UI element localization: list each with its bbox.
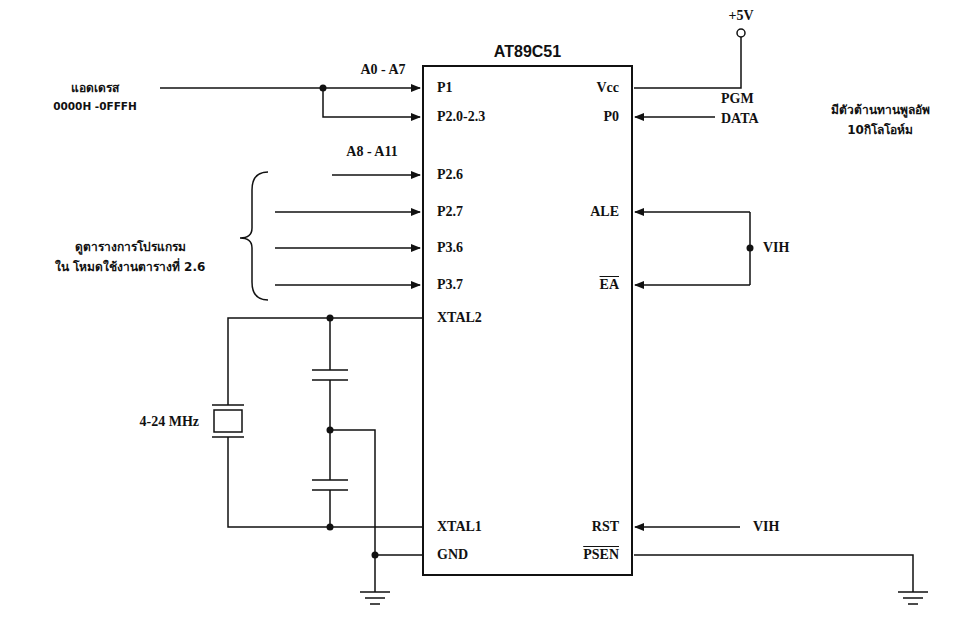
junction-dot xyxy=(372,552,379,559)
chip-name: AT89C51 xyxy=(494,43,561,61)
junction-dot xyxy=(327,315,334,322)
address-wire xyxy=(323,88,420,117)
address-wire xyxy=(160,87,420,89)
input-wire xyxy=(275,247,420,249)
xtal-wire xyxy=(228,318,422,405)
ground-symbol xyxy=(898,592,928,604)
pin-name: XTAL2 xyxy=(436,310,483,325)
ground-wire xyxy=(330,430,422,592)
pin-name: P1 xyxy=(436,80,454,95)
pin-name: RST xyxy=(591,519,620,534)
note: ใน โหมดใช้งานตารางที่ 2.6 xyxy=(54,261,207,274)
pin-name: P0 xyxy=(602,109,620,124)
input-wire xyxy=(635,211,750,213)
input-wire xyxy=(635,526,740,528)
pin-name: P2.7 xyxy=(436,204,464,219)
vcc-wire xyxy=(634,37,741,88)
note: แอดเดรส xyxy=(70,82,120,95)
note: มีตัวต้านทานพูลอัพ xyxy=(830,104,931,117)
brace xyxy=(240,172,268,300)
note: 10กิโลโอห์ม xyxy=(846,124,914,137)
signal-name: DATA xyxy=(720,111,760,126)
bus-label: A0 - A7 xyxy=(359,62,406,77)
pin-name: P3.7 xyxy=(436,277,464,292)
crystal-symbol xyxy=(214,410,242,432)
junction-dot xyxy=(747,245,754,252)
capacitor-symbol xyxy=(312,318,348,527)
pin-name: XTAL1 xyxy=(436,519,483,534)
ground-symbol xyxy=(360,592,390,604)
input-wire xyxy=(332,174,420,176)
xtal-wire xyxy=(228,437,422,527)
supply-label: +5V xyxy=(727,8,754,23)
data-wire xyxy=(635,116,715,118)
bus-label: A8 - A11 xyxy=(345,144,398,159)
signal-name: VIH xyxy=(752,519,780,534)
note: ดูตารางการโปรแกรม xyxy=(74,241,187,254)
input-wire xyxy=(275,284,420,286)
ground-wire xyxy=(634,555,913,592)
pin-name: PSEN xyxy=(582,547,620,562)
pin-name: P2.0-2.3 xyxy=(436,109,486,124)
crystal-label: 4-24 MHz xyxy=(139,414,200,429)
signal-name: VIH xyxy=(762,240,790,255)
address-range: 0000H -0FFFH xyxy=(52,101,138,113)
pin-name: P2.6 xyxy=(436,167,464,182)
junction-dot xyxy=(327,524,334,531)
input-wire xyxy=(275,211,420,213)
signal-name: PGM xyxy=(720,91,755,106)
crystal-symbol xyxy=(212,405,244,437)
pin-name: ALE xyxy=(589,204,620,219)
pin-name: EA xyxy=(599,277,620,292)
pin-name: P3.6 xyxy=(436,240,464,255)
input-wire xyxy=(635,284,750,286)
pin-name: Vcc xyxy=(595,80,620,95)
junction-dot xyxy=(320,85,327,92)
pin-name: GND xyxy=(436,547,469,562)
supply-terminal xyxy=(737,29,745,37)
junction-dot xyxy=(327,427,334,434)
